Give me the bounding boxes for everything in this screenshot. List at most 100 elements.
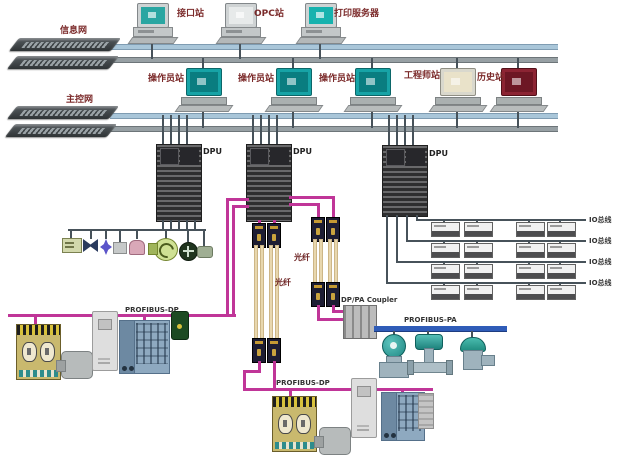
fiber-converter (267, 338, 281, 363)
fiber-cable (261, 246, 263, 338)
info-network-bus-line-a (110, 44, 558, 50)
dpu-controller-3 (382, 145, 428, 217)
screen (229, 7, 253, 24)
screen (190, 72, 218, 92)
field-valve-dark (83, 239, 98, 252)
profibus-dp-wire (273, 220, 276, 224)
fiber-cable (335, 240, 337, 282)
plc-yellow (16, 324, 61, 380)
profibus-dp-wire (258, 220, 261, 224)
wire (396, 115, 398, 145)
computer-base (271, 97, 317, 105)
computer-base (350, 97, 396, 105)
keyboard (264, 105, 324, 112)
screen (444, 72, 472, 92)
io-bus-3-label: IO总线 (589, 258, 612, 266)
computer-base (221, 27, 261, 37)
dp-pa-coupler-label: DP/PA Coupler (341, 296, 398, 304)
wire (292, 108, 294, 128)
fiber-converter (252, 338, 266, 363)
wire (268, 115, 270, 144)
computer-base (301, 27, 341, 37)
profibus-dp-wire (332, 310, 343, 313)
profibus-dp-bottom-label: PROFIBUS-DP (276, 379, 330, 387)
fiber-converter (311, 282, 325, 307)
wire (239, 43, 241, 59)
wire (456, 108, 458, 128)
profibus-dp-wire (243, 370, 246, 389)
screen (505, 72, 533, 92)
operator-station-1 (174, 68, 234, 112)
wire (292, 58, 294, 70)
plc-connectors (122, 366, 127, 371)
io-module (431, 222, 460, 237)
wire (388, 115, 390, 145)
monitor (501, 68, 537, 96)
io-module (547, 264, 576, 279)
wire (203, 231, 205, 246)
screen (141, 7, 165, 24)
fiber-cable (255, 246, 257, 338)
field-valve-pink (129, 240, 145, 255)
wire (443, 261, 445, 265)
fiber-converter (267, 223, 281, 248)
wire (178, 220, 180, 230)
io-module (431, 243, 460, 258)
monitor (305, 3, 337, 28)
operator-station-2 (264, 68, 324, 112)
wire (186, 220, 188, 230)
field-fan-blue (100, 239, 112, 255)
field-instrument-box (62, 238, 82, 253)
io-module (516, 264, 545, 279)
plc-port (22, 342, 37, 362)
profibus-dp-wire (34, 317, 37, 325)
wire (70, 231, 72, 239)
engineer-station-label: 工程师站 (404, 71, 441, 81)
wire (443, 219, 445, 223)
wire (187, 231, 189, 242)
fiber-converter (326, 282, 340, 307)
io-bus-4-label: IO总线 (589, 279, 612, 287)
dpu-2-label: DPU (293, 147, 312, 156)
io-module (431, 285, 460, 300)
operator-station-1-label: 操作员站 (148, 74, 185, 84)
plc-connectors (384, 433, 389, 438)
io-module (516, 222, 545, 237)
wire (170, 220, 172, 230)
profibus-dp-wire (289, 391, 292, 397)
plc-yellow (272, 396, 317, 452)
wire (416, 215, 418, 221)
history-station-label: 历史站 (477, 73, 505, 83)
computer-base (496, 97, 542, 105)
wire (559, 282, 561, 286)
info-network-bus-line-b (110, 57, 558, 63)
dpu-3-label: DPU (429, 149, 448, 158)
profibus-dp-wire (226, 198, 229, 316)
profibus-dp-wire (317, 203, 320, 217)
wire (151, 43, 153, 59)
wire (443, 282, 445, 286)
flow-meter-pipe (407, 360, 453, 375)
fiber-cable (320, 240, 322, 282)
print-server-computer (295, 3, 347, 46)
profibus-dp-wire (317, 305, 320, 319)
profibus-dp-wire (332, 305, 335, 313)
profibus-dp-wire (226, 198, 249, 201)
profibus-dp-wire (332, 196, 335, 217)
wire (136, 231, 138, 239)
valve-arm (481, 355, 495, 366)
dp-pa-coupler (343, 305, 377, 339)
interface-station-label: 接口站 (177, 9, 205, 19)
engineer-station (428, 68, 488, 112)
wire (393, 331, 395, 335)
wire (178, 115, 180, 144)
profibus-dp-wire (317, 318, 343, 321)
operator-station-3-label: 操作员站 (319, 74, 356, 84)
dpu-controller-2 (246, 144, 292, 222)
valve-body (463, 350, 483, 370)
profibus-dp-wire (289, 196, 335, 199)
wire (427, 331, 429, 334)
fiber-cable (314, 240, 316, 282)
wire (162, 115, 164, 144)
keyboard (215, 37, 267, 44)
